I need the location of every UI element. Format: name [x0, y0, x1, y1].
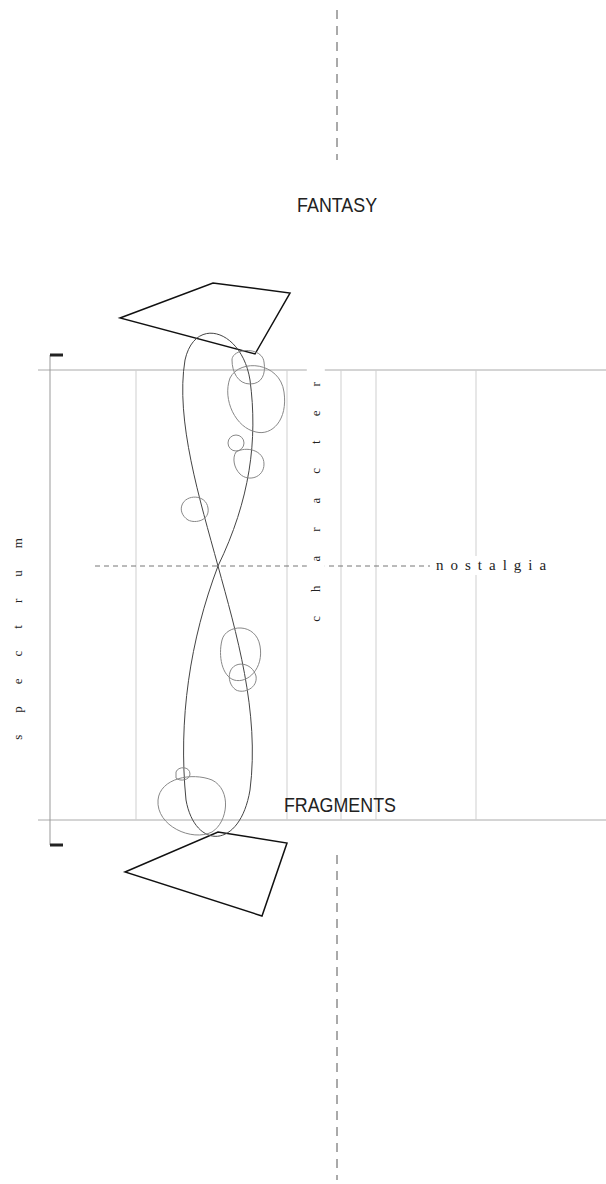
nostalgia-dash — [95, 566, 430, 567]
fantasy-plane — [120, 283, 290, 354]
axis-dash — [337, 855, 338, 1180]
axis-label: spectrum — [9, 514, 27, 742]
axis-dash — [337, 10, 338, 160]
fragments-plane — [125, 832, 287, 916]
fragment-blobs — [158, 351, 285, 836]
region-title: FRAGMENTS — [282, 792, 397, 818]
bracket-tick — [50, 844, 63, 847]
figure-eight — [183, 333, 253, 836]
band-line — [38, 820, 606, 821]
axis-label: nostalgia — [434, 556, 555, 575]
axis-label: character — [307, 356, 325, 624]
region-title: FANTASY — [296, 192, 379, 218]
spectrum-bracket — [50, 355, 51, 845]
bracket-tick — [50, 354, 63, 357]
